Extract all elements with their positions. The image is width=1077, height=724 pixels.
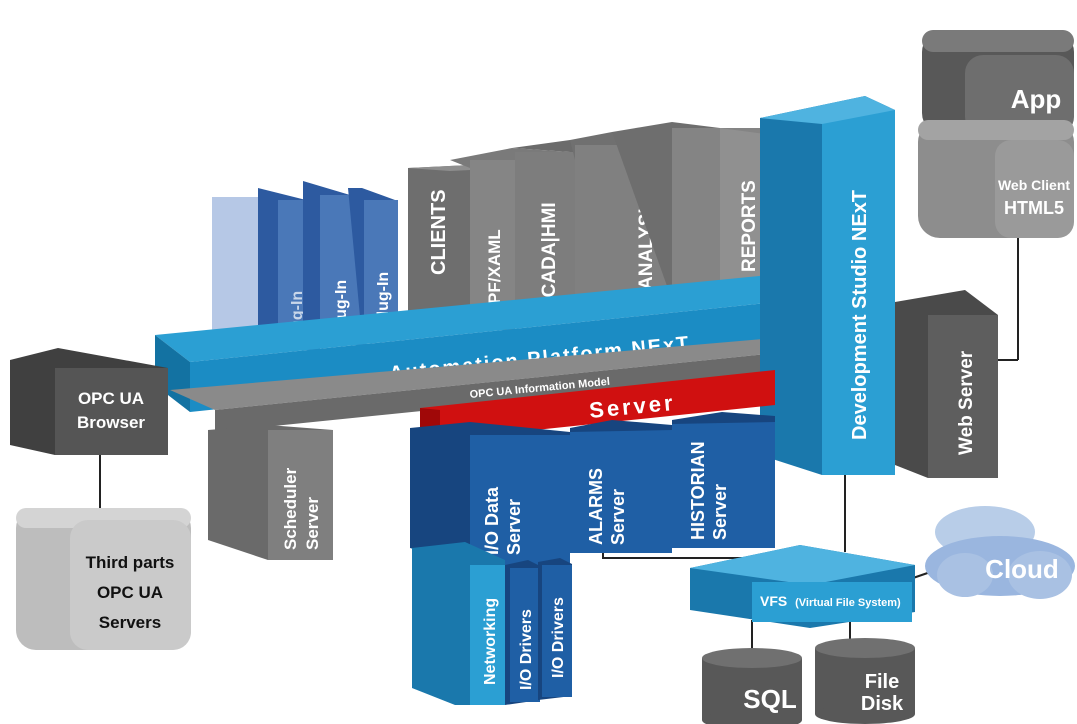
clients-label: CLIENTS	[428, 189, 450, 275]
reports-label: REPORTS	[739, 180, 760, 272]
scheduler-server: Scheduler Server	[208, 425, 333, 560]
web-client-block: Web Client HTML5	[918, 120, 1074, 238]
io-drivers-1: I/O Drivers	[505, 560, 540, 705]
web-server: Web Server	[895, 290, 998, 478]
wpf-xaml-label: WPF/XAML	[485, 229, 504, 320]
io-drivers-label-1: I/O Drivers	[518, 609, 535, 690]
sql-label: SQL	[743, 684, 797, 714]
io-data-label-2: Server	[504, 499, 524, 555]
third-parts-label-3: Servers	[99, 613, 161, 632]
app-label: App	[1011, 84, 1062, 114]
development-studio: Development Studio NExT	[760, 96, 895, 475]
file-disk-cylinder: File Disk	[815, 638, 915, 724]
app-block: App	[922, 30, 1074, 135]
third-parts-label-1: Third parts	[86, 553, 175, 572]
io-data-server: I/O Data Server	[410, 422, 570, 565]
io-drivers-2: I/O Drivers	[538, 558, 572, 700]
vfs-subtitle: (Virtual File System)	[795, 597, 901, 609]
historian-server: HISTORIAN Server	[672, 412, 775, 548]
web-server-label: Web Server	[956, 350, 977, 455]
vfs-label: VFS (Virtual File System)	[760, 593, 901, 609]
opc-browser-label-2: Browser	[77, 413, 145, 432]
web-client-label: Web Client	[998, 177, 1070, 193]
vfs-block: VFS (Virtual File System)	[690, 545, 915, 628]
vfs-title: VFS	[760, 593, 787, 609]
scada-hmi-label: SCADA|HMI	[539, 202, 560, 310]
scheduler-label-2: Server	[303, 497, 322, 550]
alarms-label-2: Server	[608, 489, 628, 545]
clients-group: CLIENTS WPF/XAML SCADA|HMI ANALYSIS REPO…	[408, 122, 772, 330]
disk-label: Disk	[861, 693, 904, 715]
io-data-label-1: I/O Data	[482, 486, 502, 555]
cloud-block: Cloud	[925, 506, 1075, 599]
file-label: File	[865, 671, 899, 693]
opc-browser-label-1: OPC UA	[78, 389, 144, 408]
opc-ua-browser: OPC UA Browser	[10, 348, 168, 455]
io-drivers-label-2: I/O Drivers	[550, 597, 567, 678]
third-parts-label-2: OPC UA	[97, 583, 163, 602]
html5-label: HTML5	[1004, 198, 1064, 218]
cloud-label: Cloud	[985, 554, 1059, 584]
sql-cylinder: SQL	[702, 648, 802, 724]
alarms-label-1: ALARMS	[586, 468, 606, 545]
networking-module: Networking	[412, 542, 505, 705]
dev-studio-label: Development Studio NExT	[849, 190, 871, 440]
alarms-server: ALARMS Server	[570, 420, 672, 553]
historian-label-1: HISTORIAN	[688, 441, 708, 540]
third-party-servers: Third parts OPC UA Servers	[16, 508, 191, 650]
networking-label: Networking	[482, 598, 499, 685]
historian-label-2: Server	[710, 484, 730, 540]
scheduler-label-1: Scheduler	[281, 467, 300, 550]
